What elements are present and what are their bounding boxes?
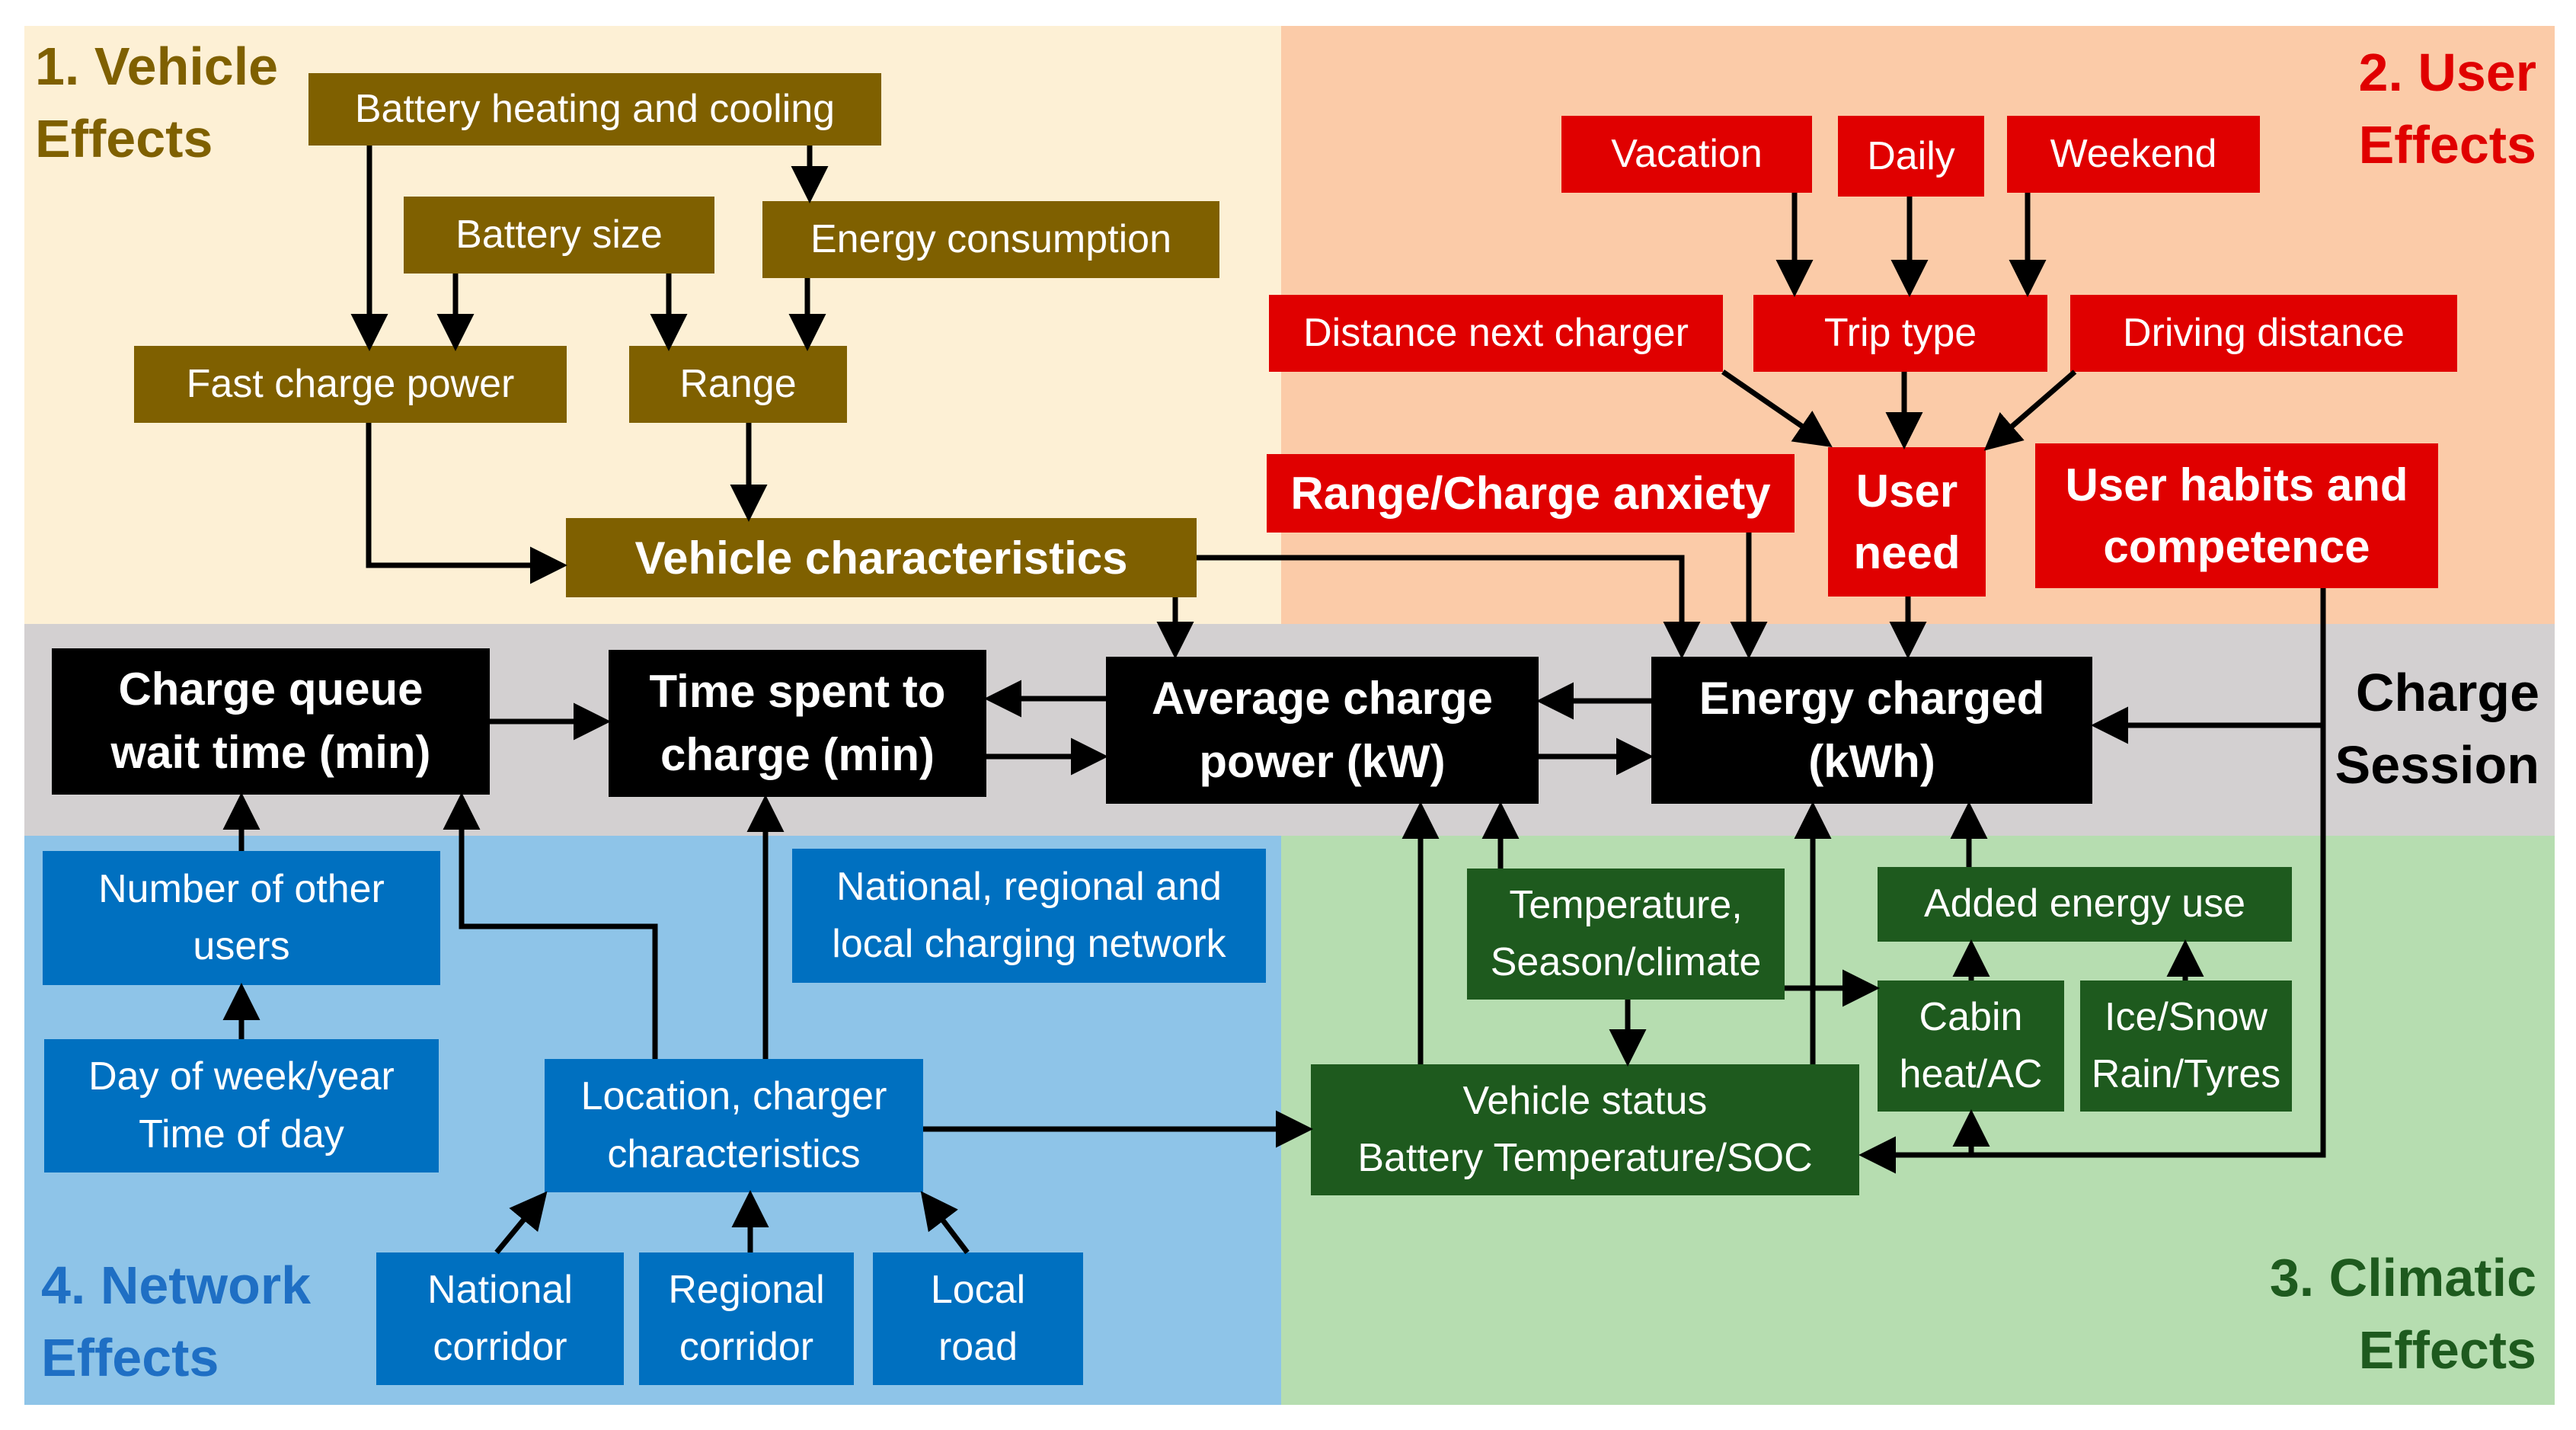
ice-snow-rain-tyres-box: Ice/Snow Rain/Tyres [2080,981,2292,1112]
user-effects-label: 2. User Effects [2358,43,2536,174]
driving-distance-box: Driving distance [2070,295,2457,372]
user-habits-competence-box: User habits and competence [2035,443,2438,588]
vehicle-status-battery-box: Vehicle status Battery Temperature/SOC [1311,1064,1859,1195]
range-box: Range [629,346,847,423]
user-need-box: User need [1828,447,1986,597]
time-spent-to-charge-box: Time spent to charge (min) [609,650,986,797]
added-energy-use-box: Added energy use [1878,867,2292,942]
fast-charge-power-box: Fast charge power [134,346,567,423]
network-effects-label: 4. Network Effects [41,1256,311,1387]
vacation-box: Vacation [1561,116,1812,193]
temperature-season-climate-box: Temperature, Season/climate [1467,869,1785,1000]
cabin-heat-ac-box: Cabin heat/AC [1878,981,2064,1112]
national-corridor-box: National corridor [376,1252,624,1385]
regional-corridor-box: Regional corridor [639,1252,854,1385]
daily-box: Daily [1838,116,1984,197]
local-road-box: Local road [873,1252,1083,1385]
average-charge-power-box: Average charge power (kW) [1106,657,1539,804]
number-of-other-users-box: Number of other users [43,851,440,985]
energy-charged-box: Energy charged (kWh) [1651,657,2092,804]
vehicle-effects-label: 1. Vehicle Effects [35,37,279,168]
location-charger-characteristics-box: Location, charger characteristics [545,1059,923,1192]
day-of-week-time-box: Day of week/year Time of day [44,1039,439,1172]
energy-consumption-box: Energy consumption [762,201,1219,278]
vehicle-characteristics-box: Vehicle characteristics [566,518,1197,597]
charging-network-box: National, regional and local charging ne… [792,849,1266,983]
trip-type-box: Trip type [1753,295,2047,372]
charge-session-label: Charge Session [2335,663,2539,795]
charge-queue-wait-time-box: Charge queue wait time (min) [52,648,490,795]
distance-next-charger-box: Distance next charger [1269,295,1723,372]
battery-size-box: Battery size [404,197,714,274]
battery-heating-cooling-box: Battery heating and cooling [308,73,881,146]
range-charge-anxiety-box: Range/Charge anxiety [1267,454,1795,533]
weekend-box: Weekend [2007,116,2260,193]
climatic-effects-label: 3. Climatic Effects [2269,1248,2536,1380]
